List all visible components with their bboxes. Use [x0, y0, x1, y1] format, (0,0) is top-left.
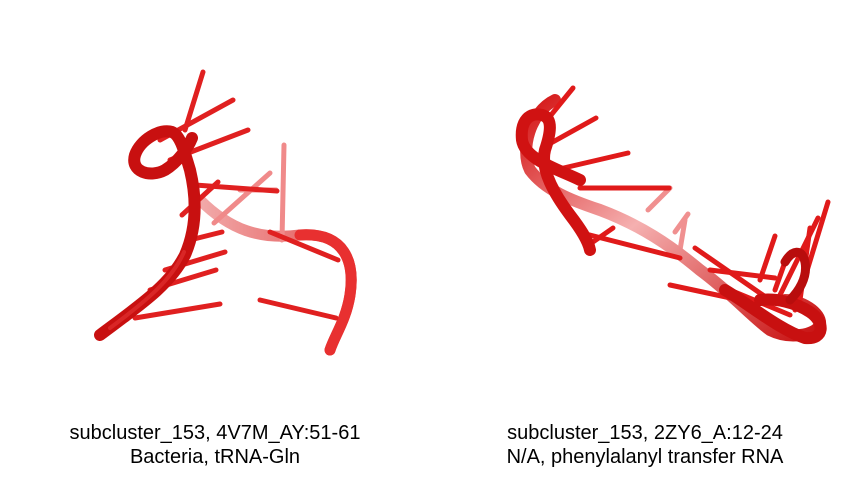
caption-right: subcluster_153, 2ZY6_A:12-24 N/A, phenyl…: [430, 421, 860, 469]
backbone-loop-back: [780, 247, 811, 305]
backbone-back-strand: [194, 194, 357, 356]
caption-line2: N/A, phenylalanyl transfer RNA: [506, 446, 784, 468]
backbone-front-strand: [94, 125, 201, 341]
caption-line1: subcluster_153, 2ZY6_A:12-24: [507, 422, 783, 444]
caption-left: subcluster_153, 4V7M_AY:51-61 Bacteria, …: [0, 421, 430, 469]
rna-structure-right: [515, 85, 831, 345]
panel-left: subcluster_153, 4V7M_AY:51-61 Bacteria, …: [0, 69, 430, 469]
backbone-top-curl: [515, 108, 596, 256]
rna-structure-left: [94, 69, 357, 356]
backbone-back-strand-end: [294, 229, 357, 356]
caption-line2: Bacteria, tRNA-Gln: [129, 446, 301, 468]
panel-right: subcluster_153, 2ZY6_A:12-24 N/A, phenyl…: [430, 0, 860, 480]
caption-line1: subcluster_153, 4V7M_AY:51-61: [69, 422, 361, 444]
base-sticks-faded: [645, 185, 691, 253]
backbone-highlight: [108, 250, 186, 330]
